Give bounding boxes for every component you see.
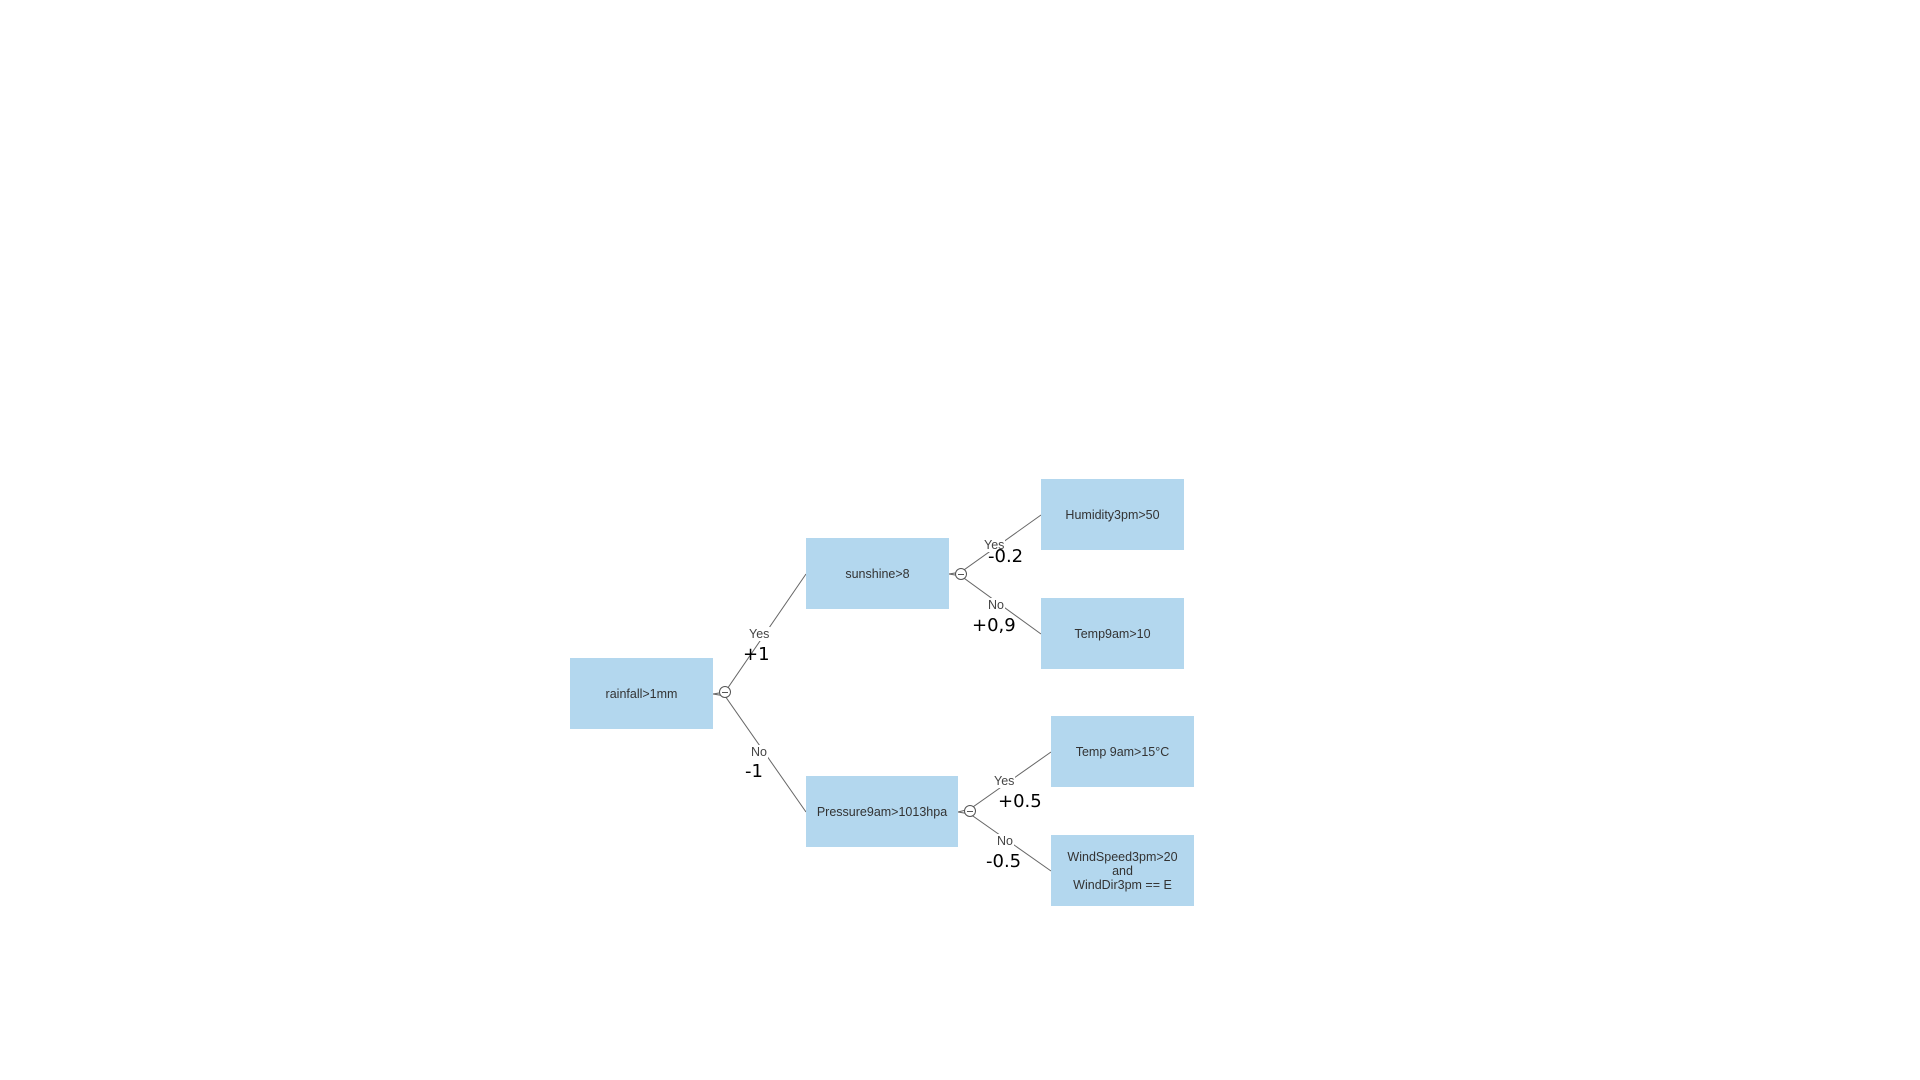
edge-label-sunshine-no: No bbox=[987, 598, 1005, 612]
edge-weight-root-yes: +1 bbox=[743, 644, 770, 665]
collapse-minus-icon[interactable] bbox=[719, 686, 731, 698]
collapse-minus-icon[interactable] bbox=[964, 805, 976, 817]
edge-weight-sunshine-no: +0,9 bbox=[972, 615, 1016, 636]
edge-label-sunshine-yes: Yes bbox=[983, 538, 1006, 552]
edge-weight-sunshine-yes: -0.2 bbox=[988, 546, 1024, 567]
node-temp15[interactable]: Temp 9am>15°C bbox=[1051, 716, 1194, 787]
edge-weight-pressure-yes: +0.5 bbox=[998, 791, 1042, 812]
edge-weight-root-no: -1 bbox=[745, 761, 763, 782]
node-rainfall[interactable]: rainfall>1mm bbox=[570, 658, 713, 729]
node-windspeed[interactable]: WindSpeed3pm>20 and WindDir3pm == E bbox=[1051, 835, 1194, 906]
edge-label-pressure-no: No bbox=[996, 834, 1014, 848]
edge-label-pressure-yes: Yes bbox=[993, 774, 1016, 788]
node-sunshine[interactable]: sunshine>8 bbox=[806, 538, 949, 609]
edge-weight-pressure-no: -0.5 bbox=[986, 851, 1022, 872]
collapse-minus-icon[interactable] bbox=[955, 568, 967, 580]
edge-label-root-no: No bbox=[750, 745, 768, 759]
node-pressure[interactable]: Pressure9am>1013hpa bbox=[806, 776, 958, 847]
edge-label-root-yes: Yes bbox=[748, 627, 771, 641]
node-humidity[interactable]: Humidity3pm>50 bbox=[1041, 479, 1184, 550]
node-temp9am[interactable]: Temp9am>10 bbox=[1041, 598, 1184, 669]
